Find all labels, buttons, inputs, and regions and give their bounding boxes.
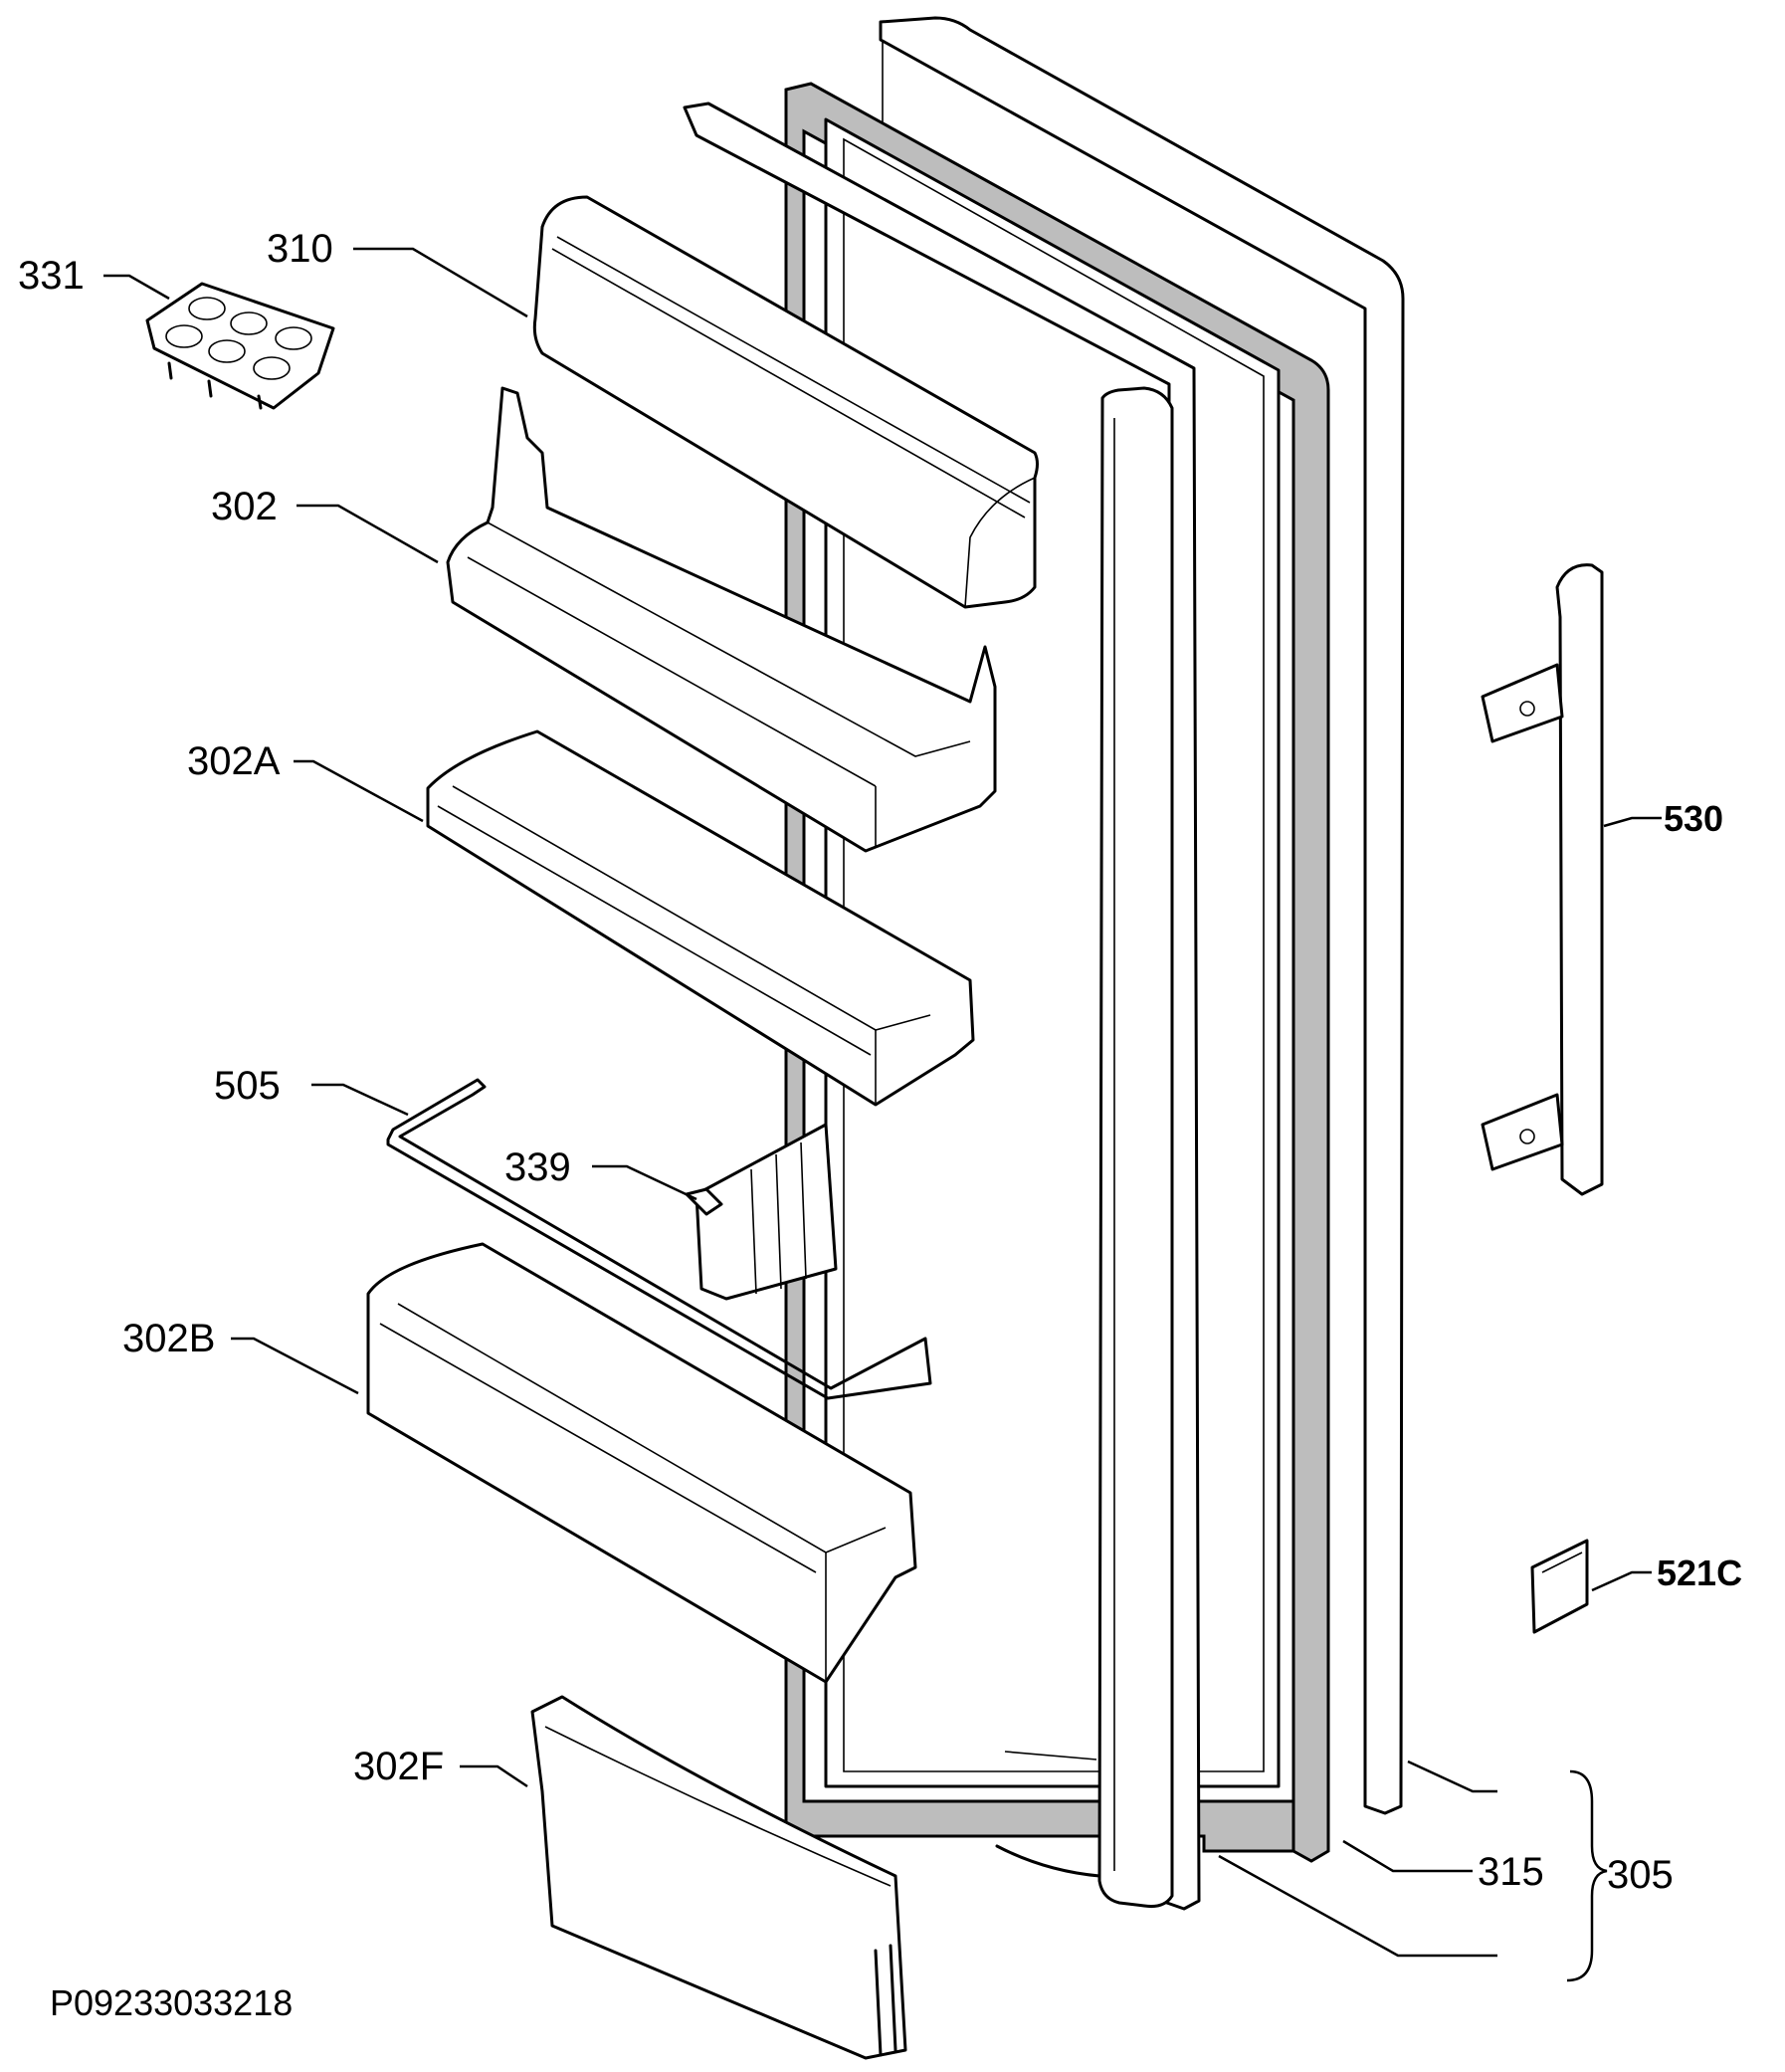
label-302f: 302F: [353, 1745, 444, 1788]
leader-505: [311, 1083, 409, 1117]
document-id: P09233033218: [50, 1982, 293, 2023]
leader-305-a: [1407, 1760, 1497, 1793]
label-505: 505: [214, 1064, 281, 1108]
brace-305: [1566, 1769, 1608, 1982]
leader-331: [103, 274, 170, 301]
label-302: 302: [211, 485, 278, 528]
leader-339: [592, 1164, 697, 1201]
leader-lines: [103, 247, 1662, 1982]
leader-530: [1603, 816, 1662, 828]
leader-302b: [231, 1337, 359, 1395]
label-302a: 302A: [187, 739, 281, 783]
label-302b: 302B: [122, 1317, 215, 1360]
leader-302: [297, 504, 439, 564]
label-315: 315: [1478, 1850, 1544, 1894]
leader-302a: [294, 759, 424, 823]
egg-tray-331: [145, 282, 335, 410]
leader-315: [1342, 1839, 1473, 1873]
label-305: 305: [1607, 1853, 1674, 1897]
bottle-retainer-505: [386, 1078, 932, 1400]
door-shelf-302: [446, 386, 997, 853]
door-shelf-302a: [426, 729, 975, 1107]
shelf-flap-302f: [530, 1695, 907, 2060]
leader-521c: [1591, 1570, 1652, 1592]
label-339: 339: [504, 1145, 571, 1189]
leader-302f: [460, 1764, 528, 1788]
leader-310: [353, 247, 528, 318]
bottle-divider-339: [685, 1123, 838, 1301]
label-521c: 521C: [1657, 1553, 1742, 1593]
label-530: 530: [1664, 798, 1723, 839]
bottle-shelf-302b: [366, 1242, 917, 1684]
door-handle-530: [1481, 563, 1604, 1196]
label-310: 310: [267, 227, 333, 271]
label-331: 331: [18, 254, 85, 298]
leader-305-b: [1218, 1854, 1497, 1958]
door-inner-liner: [683, 102, 1201, 1911]
pad-521c: [1530, 1539, 1589, 1634]
dairy-cover-310: [532, 195, 1039, 609]
part-labels: 331 310 302 302A 505 339 302B 302F 530 5…: [18, 227, 1742, 2023]
